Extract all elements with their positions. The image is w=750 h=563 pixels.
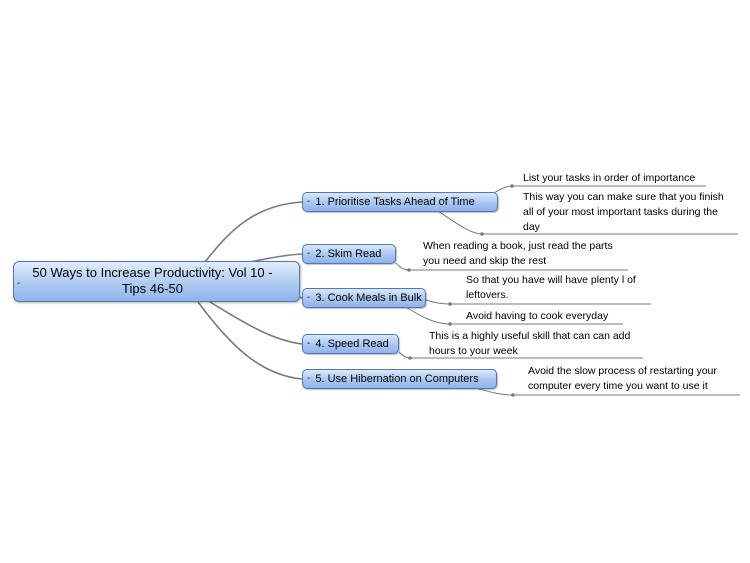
note-1-1: List your tasks in order of importance: [523, 172, 696, 184]
topic-label: 1. Prioritise Tasks Ahead of Time: [315, 196, 475, 208]
collapse-icon[interactable]: -: [307, 292, 311, 303]
collapse-icon[interactable]: -: [307, 248, 311, 259]
topic-label: 2. Skim Read: [315, 248, 382, 260]
topic-5[interactable]: - 5. Use Hibernation on Computers: [302, 369, 497, 389]
note-4-1: This is a highly useful skill that can c…: [429, 330, 631, 357]
node-dot: [511, 393, 515, 397]
link-topic2-note1: [395, 262, 410, 271]
note-1-2: This way you can make sure that you fini…: [523, 191, 724, 233]
central-topic-title: 50 Ways to Increase Productivity: Vol 10…: [32, 265, 273, 296]
node-dot: [510, 184, 514, 188]
node-dot: [408, 356, 412, 360]
topic-label: 4. Speed Read: [315, 338, 389, 350]
link-central-topic-5: [197, 301, 303, 380]
topic-2[interactable]: - 2. Skim Read: [302, 244, 396, 264]
topic-1[interactable]: - 1. Prioritise Tasks Ahead of Time: [302, 192, 498, 212]
node-dot: [448, 322, 452, 326]
link-topic3-note2: [405, 306, 451, 325]
node-dot: [448, 302, 452, 306]
collapse-icon[interactable]: -: [17, 278, 21, 289]
node-dot: [480, 232, 484, 236]
link-topic1-note2: [437, 210, 483, 235]
topic-3[interactable]: - 3. Cook Meals in Bulk: [302, 288, 426, 308]
note-3-1: So that you have will have plenty l of l…: [466, 274, 636, 301]
collapse-icon[interactable]: -: [307, 196, 311, 207]
note-2-1: When reading a book, just read the parts…: [423, 240, 613, 267]
node-dot: [407, 268, 411, 272]
collapse-icon[interactable]: -: [307, 373, 311, 384]
link-central-topic-4: [209, 301, 303, 345]
central-topic[interactable]: - 50 Ways to Increase Productivity: Vol …: [13, 261, 300, 302]
note-3-2: Avoid having to cook everyday: [466, 310, 609, 322]
topic-label: 3. Cook Meals in Bulk: [315, 292, 422, 304]
collapse-icon[interactable]: -: [307, 338, 311, 349]
topic-label: 5. Use Hibernation on Computers: [315, 373, 479, 385]
note-5-1: Avoid the slow process of restarting you…: [528, 365, 717, 392]
link-topic3-note1: [425, 299, 451, 305]
link-central-topic-1: [204, 201, 303, 263]
link-topic4-note1: [398, 351, 411, 359]
topic-4[interactable]: - 4. Speed Read: [302, 334, 399, 354]
